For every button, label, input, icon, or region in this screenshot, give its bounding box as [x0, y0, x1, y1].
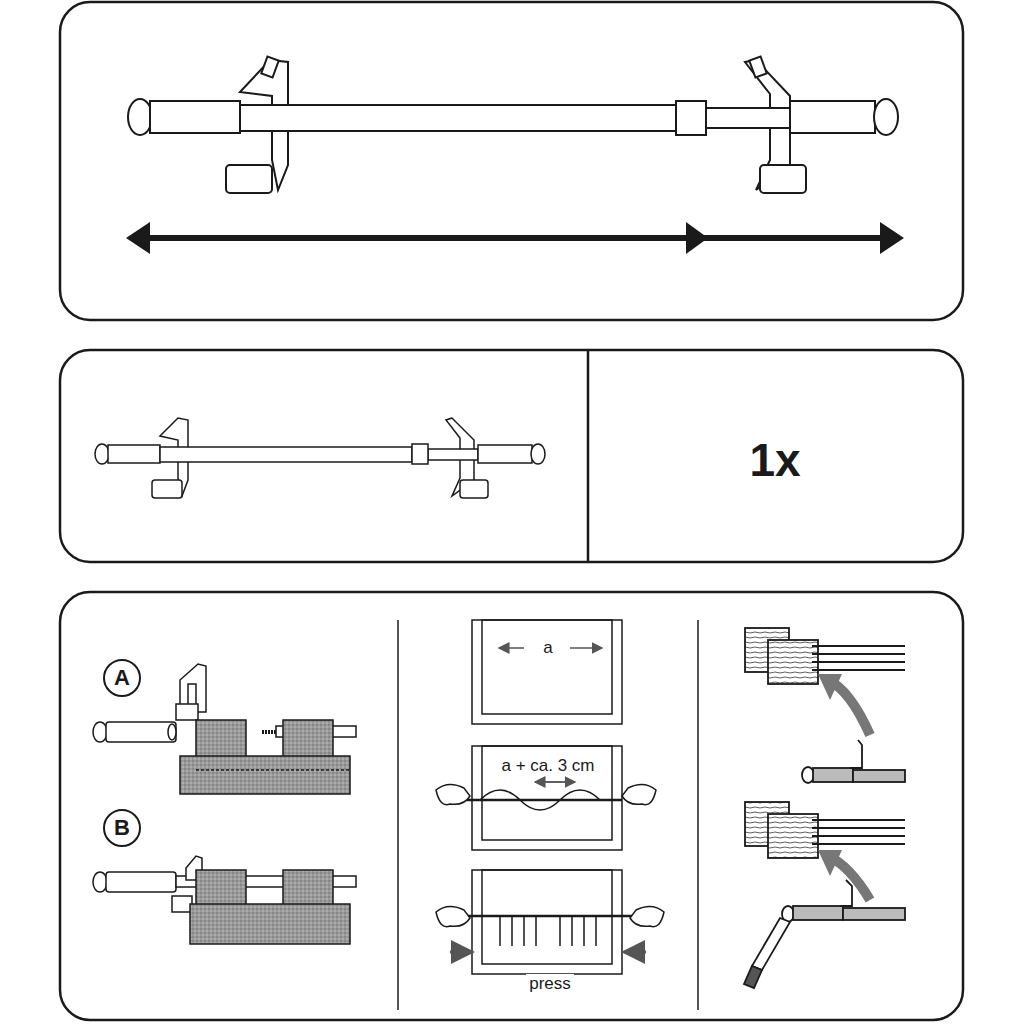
instruction-label: a + ca. 3 cm: [498, 756, 597, 776]
step-circle: B: [103, 809, 141, 847]
step-letter: A: [114, 665, 130, 691]
instruction-label: press: [526, 974, 574, 994]
instruction-label: a: [540, 638, 555, 658]
step-circle: A: [103, 659, 141, 697]
step-letter: B: [114, 815, 130, 841]
quantity-label: 1x: [746, 434, 803, 487]
